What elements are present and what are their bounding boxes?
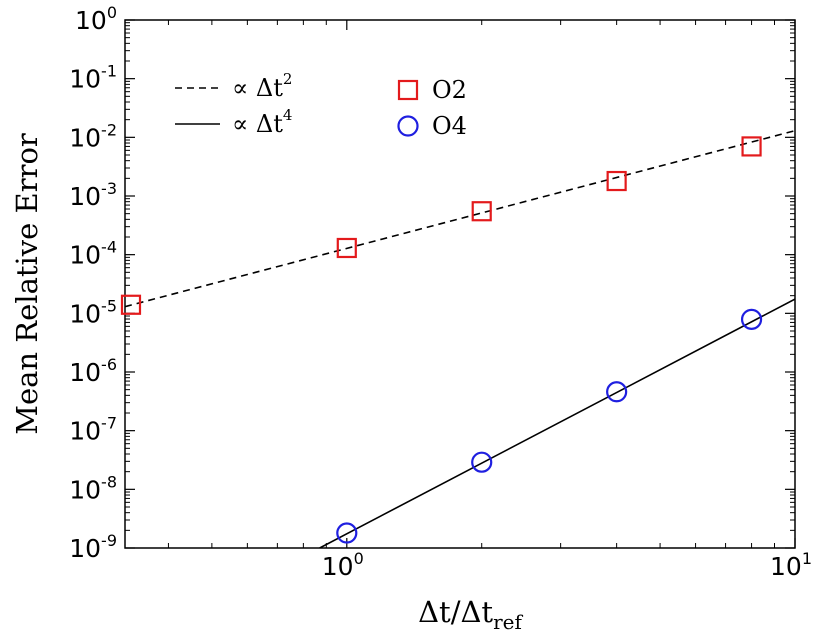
- y-tick-label: 100: [75, 3, 117, 35]
- y-tick-label: 10-6: [69, 355, 117, 387]
- o4-point: [336, 522, 358, 544]
- y-tick-label: 10-3: [69, 179, 117, 211]
- y-tick-label: 10-5: [69, 296, 117, 328]
- legend-o2-marker: [397, 79, 419, 101]
- o4-point: [606, 381, 628, 403]
- legend-series-label: O2: [432, 76, 467, 104]
- data-points: [120, 136, 763, 544]
- o2-point: [120, 294, 142, 315]
- x-axis-label: Δt/Δtref: [418, 595, 523, 634]
- reference-line-dt2: [125, 129, 795, 308]
- legend-series-label: O4: [432, 112, 467, 140]
- reference-lines: [125, 129, 795, 548]
- x-tick-label: 101: [770, 549, 812, 581]
- legend-line-label: ∝ Δt4: [232, 106, 292, 138]
- y-tick-label: 10-8: [69, 472, 117, 504]
- legend-o4-marker: [397, 115, 419, 137]
- legend-line-label: ∝ Δt2: [232, 70, 292, 102]
- plot-frame: [124, 19, 796, 549]
- plot-frame-rect: [124, 19, 796, 549]
- y-axis-label: Mean Relative Error: [10, 133, 44, 435]
- o2-point: [336, 237, 357, 259]
- o2-point: [471, 201, 492, 222]
- y-tick-label: 10-2: [69, 120, 117, 152]
- y-tick-label: 10-9: [69, 531, 117, 563]
- y-tick-label: 10-1: [69, 62, 117, 94]
- o2-point: [606, 170, 627, 192]
- y-tick-label: 10-4: [69, 238, 117, 270]
- y-tick-label: 10-7: [69, 414, 117, 446]
- o4-point: [740, 308, 763, 330]
- reference-line-dt4: [319, 298, 795, 548]
- o2-point: [741, 136, 762, 157]
- o4-point: [471, 451, 493, 473]
- x-tick-label: 100: [322, 549, 364, 581]
